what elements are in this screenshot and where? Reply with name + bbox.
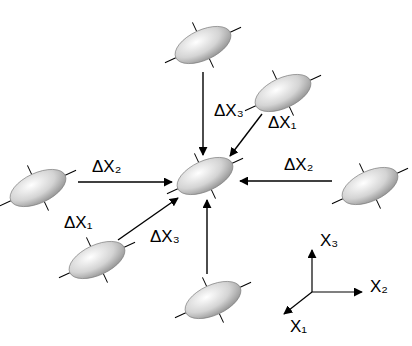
axis (284, 292, 312, 314)
arrow (202, 72, 203, 155)
displacement-label: ΔX₂ (92, 158, 121, 175)
axis-triad (284, 250, 362, 314)
displacement-arrows (78, 72, 332, 274)
displacement-label: ΔX₂ (284, 156, 313, 173)
molecule (156, 136, 253, 217)
axis (311, 250, 312, 292)
displacement-label: ΔX₁ (64, 214, 92, 231)
molecule (164, 260, 261, 341)
arrow (230, 114, 262, 156)
arrow (78, 181, 172, 182)
displacement-label: ΔX₃ (214, 102, 244, 119)
arrow (240, 180, 332, 181)
molecules (0, 5, 412, 341)
molecule (234, 53, 331, 134)
axis-label: X₂ (370, 278, 388, 295)
axis-label: X₁ (290, 318, 307, 335)
axis-label: X₃ (320, 232, 338, 249)
axis (312, 291, 362, 292)
displacement-label: ΔX₃ (150, 228, 180, 245)
arrow (206, 200, 207, 274)
displacement-label: ΔX₁ (268, 114, 296, 131)
molecule (321, 146, 412, 227)
